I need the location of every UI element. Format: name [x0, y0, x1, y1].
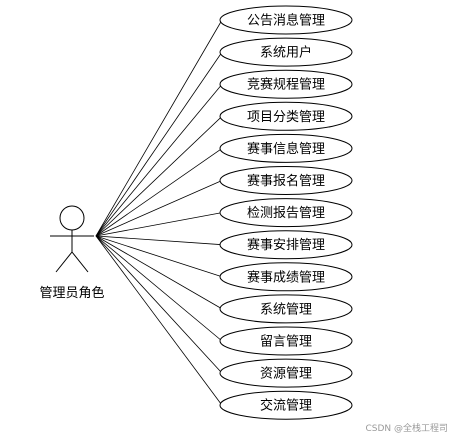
use-case-ellipse [219, 166, 353, 195]
use-case: 赛事报名管理 [219, 166, 353, 195]
actor-left-leg [55, 251, 73, 273]
use-case: 公告消息管理 [219, 5, 353, 35]
actor-right-leg [71, 251, 89, 273]
association-line [95, 51, 223, 237]
use-case: 交流管理 [219, 390, 353, 420]
use-cases: 公告消息管理系统用户竞赛规程管理项目分类管理赛事信息管理赛事报名管理检测报告管理… [219, 5, 353, 420]
association-lines [95, 19, 223, 406]
use-case-ellipse [219, 37, 353, 67]
use-case: 赛事信息管理 [219, 133, 353, 163]
use-case-ellipse [219, 262, 353, 292]
use-case-ellipse [219, 390, 353, 420]
use-case: 检测报告管理 [219, 198, 353, 228]
use-case: 资源管理 [219, 358, 353, 388]
actor-stick-figure: 管理员角色 [39, 205, 105, 301]
use-case-ellipse [219, 230, 353, 260]
use-case-ellipse [219, 133, 353, 163]
actor-label: 管理员角色 [39, 285, 104, 301]
use-case-label: 赛事安排管理 [247, 237, 325, 253]
use-case-ellipse [219, 69, 353, 99]
association-line [95, 83, 223, 237]
use-case-ellipse [219, 294, 353, 324]
association-line [95, 235, 223, 310]
use-case: 竞赛规程管理 [219, 69, 353, 99]
use-case-label: 赛事成绩管理 [247, 269, 325, 285]
use-case-label: 赛事信息管理 [247, 141, 325, 157]
use-case: 系统管理 [219, 294, 353, 324]
actor-head [59, 205, 85, 231]
use-case: 赛事成绩管理 [219, 262, 353, 292]
use-case: 赛事安排管理 [219, 230, 353, 260]
use-case-label: 系统用户 [260, 45, 312, 61]
association-line [95, 148, 223, 237]
association-line [95, 180, 223, 237]
association-line [95, 212, 223, 237]
use-case-label: 检测报告管理 [247, 206, 325, 221]
use-case-ellipse [219, 5, 353, 35]
association-line [95, 235, 223, 278]
watermark: CSDN @全栈工程司 [365, 424, 448, 434]
use-case-ellipse [219, 101, 353, 131]
use-case-ellipse [219, 198, 353, 228]
association-line [95, 19, 223, 237]
association-line [95, 235, 223, 246]
use-case-label: 交流管理 [260, 398, 312, 414]
use-case: 系统用户 [219, 37, 353, 67]
use-case-ellipse [219, 358, 353, 388]
association-line [95, 116, 223, 237]
use-case: 项目分类管理 [219, 101, 353, 131]
association-line [95, 235, 223, 374]
use-case-label: 项目分类管理 [247, 110, 325, 125]
use-case-ellipse [219, 326, 353, 356]
use-case-label: 公告消息管理 [247, 13, 325, 29]
use-case-label: 竞赛规程管理 [247, 77, 325, 93]
association-line [95, 235, 223, 342]
use-case-label: 系统管理 [260, 302, 312, 317]
use-case: 留言管理 [219, 326, 353, 356]
association-line [95, 235, 223, 406]
use-case-label: 留言管理 [260, 335, 312, 350]
use-case-label: 赛事报名管理 [247, 173, 325, 189]
use-case-label: 资源管理 [260, 367, 312, 382]
